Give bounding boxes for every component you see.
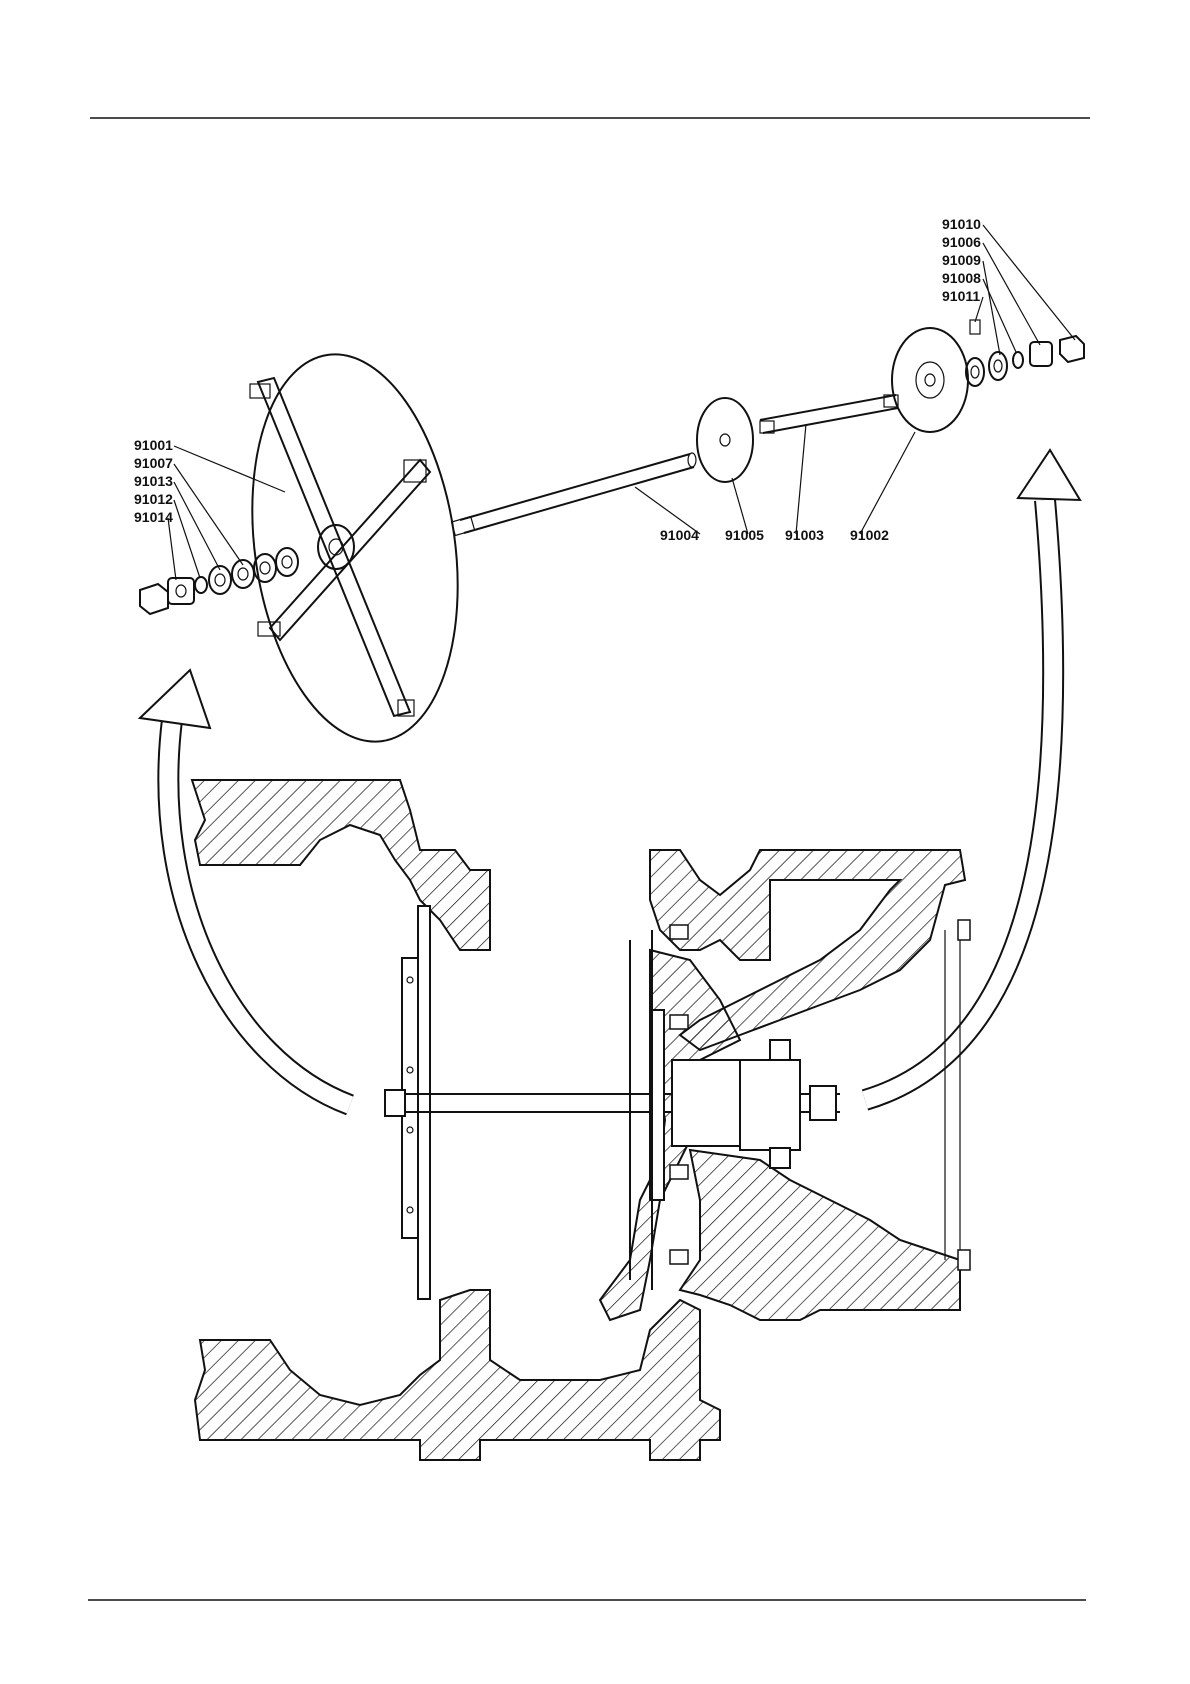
- casing-lower: [195, 1290, 720, 1460]
- label-91003: 91003: [785, 527, 824, 543]
- cross-section-view: [192, 780, 970, 1460]
- labels-bottom-row: 91004 91005 91003 91002: [660, 527, 889, 543]
- intermediate-disc: [697, 398, 753, 482]
- label-91010: 91010: [942, 216, 981, 232]
- label-91011: 91011: [942, 288, 980, 304]
- label-91004: 91004: [660, 527, 699, 543]
- leader-lines: [168, 225, 1075, 580]
- flange-plate: [892, 328, 968, 432]
- casing-upper-left: [192, 780, 490, 950]
- label-91013: 91013: [134, 473, 173, 489]
- disc-ribs: [250, 378, 430, 716]
- section-impeller-plate: [418, 906, 430, 1299]
- label-91009: 91009: [942, 252, 981, 268]
- label-91006: 91006: [942, 234, 981, 250]
- long-shaft: [451, 453, 696, 535]
- label-91008: 91008: [942, 270, 981, 286]
- casing-lower-right: [680, 1150, 960, 1320]
- labels-left: 91001 91007 91013 91012 91014: [134, 437, 173, 525]
- label-91012: 91012: [134, 491, 173, 507]
- label-91005: 91005: [725, 527, 764, 543]
- left-hardware-stack: [140, 548, 298, 614]
- short-shaft: [760, 395, 898, 433]
- label-91014: 91014: [134, 509, 173, 525]
- exploded-view: 91010 91006 91009 91008 91011 91001 9100…: [134, 216, 1084, 755]
- label-91001: 91001: [134, 437, 173, 453]
- label-91007: 91007: [134, 455, 173, 471]
- arrow-right: [865, 500, 1053, 1100]
- labels-top-right: 91010 91006 91009 91008 91011: [942, 216, 981, 304]
- assembly-arrows: [140, 450, 1080, 1105]
- label-91002: 91002: [850, 527, 889, 543]
